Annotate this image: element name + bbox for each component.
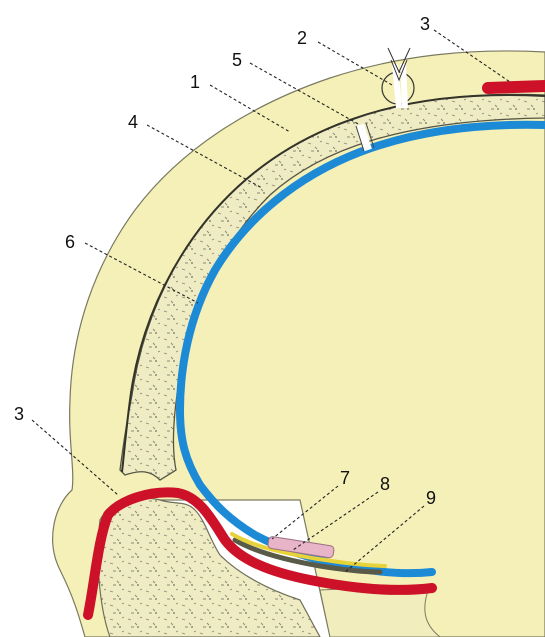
label-6: 6 [65, 232, 75, 252]
label-2: 2 [297, 28, 307, 48]
label-9: 9 [426, 488, 436, 508]
label-5: 5 [232, 50, 242, 70]
label-3-left: 3 [14, 404, 24, 424]
label-1: 1 [190, 72, 200, 92]
top-red-vessel [488, 86, 545, 88]
label-7: 7 [340, 468, 350, 488]
label-4: 4 [128, 112, 138, 132]
label-8: 8 [380, 474, 390, 494]
label-3-top: 3 [420, 14, 430, 34]
